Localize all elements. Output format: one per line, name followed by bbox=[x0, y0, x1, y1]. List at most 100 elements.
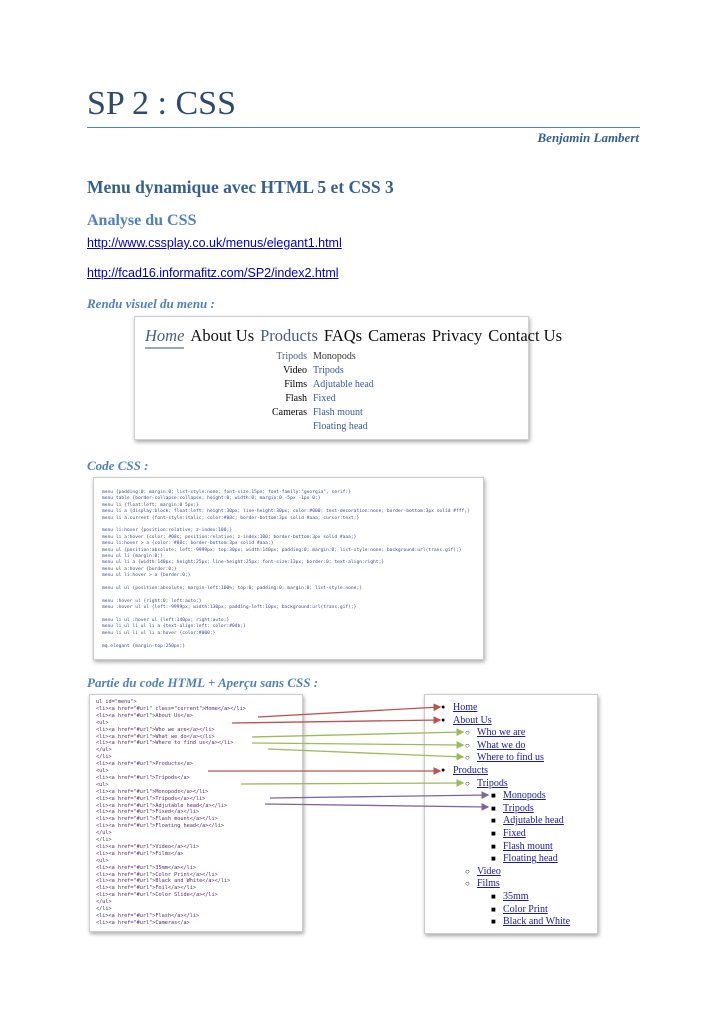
link-cssplay[interactable]: http://www.cssplay.co.uk/menus/elegant1.… bbox=[87, 236, 342, 250]
css-code-line: menu ul {position:absolute; left:-9999px… bbox=[102, 547, 462, 553]
html-code-line: <li><a href="#url">35mm</a></li> bbox=[96, 864, 196, 871]
html-code-line: <li><a href="#url">Color Slide</a></li> bbox=[96, 892, 218, 899]
list-bullet-icon: ○ bbox=[465, 753, 470, 763]
preview-link[interactable]: Monopods bbox=[503, 790, 546, 802]
html-code-line: <ul> bbox=[96, 781, 109, 788]
preview-link[interactable]: Adjutable head bbox=[503, 815, 564, 827]
css-code-screenshot: menu {padding:0; margin:0; list-style:no… bbox=[93, 477, 484, 660]
html-code-line: </li> bbox=[96, 754, 112, 761]
preview-link[interactable]: Products bbox=[453, 765, 488, 776]
html-code-line: <li><a href="#url">About Us</a> bbox=[96, 712, 193, 719]
submenu-item[interactable]: Monopods bbox=[313, 351, 356, 362]
preview-sans-css: ● Home ● About Us ○ Who we are ○ What we do ○ Whe… bbox=[424, 694, 598, 934]
menu-item-privacy[interactable]: Privacy bbox=[431, 326, 483, 345]
css-code-line: menu ul a:hover {border:0;} bbox=[102, 566, 177, 572]
html-code-line: ul id="menu"> bbox=[96, 699, 137, 705]
css-code-line: menu li:hover {position:relative; z-inde… bbox=[102, 528, 232, 534]
html-code-line: <li><a href="#url">Floating head</a></li… bbox=[96, 823, 225, 830]
html-code-line: </ul> bbox=[96, 747, 112, 754]
css-code-line: menu ul li a {width:140px; height:25px; … bbox=[102, 560, 385, 566]
html-code-line: <li><a href="#url">Video</a></li> bbox=[96, 843, 200, 850]
css-code-line: menu ul li {margin:0;} bbox=[102, 554, 163, 559]
submenu-item[interactable]: Cameras bbox=[272, 407, 307, 418]
submenu-item[interactable]: Fixed bbox=[313, 393, 336, 404]
html-code-line: <li><a href="#url">Tripods</a> bbox=[96, 774, 190, 781]
preview-link[interactable]: Who we are bbox=[477, 727, 526, 739]
css-code-line: menu li ul li ul li a:hover {color:#000;… bbox=[102, 630, 216, 636]
css-code-line: menu li ul li ul li a {text-align:left; … bbox=[102, 624, 246, 630]
preview-link[interactable]: Home bbox=[453, 702, 478, 713]
html-code-line: </ul> bbox=[96, 899, 112, 906]
html-code-line: <li><a href="#url">Adjutable head</a></l… bbox=[96, 802, 228, 809]
css-code-line: menu :hover ul {right:0; left:auto;} bbox=[102, 598, 202, 604]
html-code-line: <li><a href="#url">What we do</a></li> bbox=[96, 733, 215, 740]
html-code-line: <li><a href="#url">Fixed</a></li> bbox=[96, 809, 200, 816]
link-informafitz[interactable]: http://fcad16.informafitz.com/SP2/index2… bbox=[87, 266, 339, 280]
preview-link[interactable]: What we do bbox=[477, 739, 526, 751]
submenu-tripods: Monopods Tripods Adjutable head Fixed Fl… bbox=[313, 350, 374, 434]
css-code-line: menu li a {display:block; float:left; he… bbox=[102, 509, 470, 515]
preview-link[interactable]: Fixed bbox=[503, 828, 526, 839]
caption-code-css: Code CSS : bbox=[87, 458, 149, 473]
html-code-line: <li><a href="#url">Films</a> bbox=[96, 850, 184, 857]
preview-link[interactable]: Floating head bbox=[503, 853, 558, 865]
css-code-line: menu li:hover > a {color: #08c; border-b… bbox=[102, 541, 274, 547]
html-code-line: <li><a href="#url">Cameras</a> bbox=[96, 919, 190, 926]
list-bullet-icon: ■ bbox=[491, 816, 496, 826]
html-code-line: <li><a href="#url" class="current">Home<… bbox=[96, 705, 246, 712]
submenu-item[interactable]: Adjutable head bbox=[313, 379, 374, 390]
list-bullet-icon: ■ bbox=[491, 854, 496, 864]
preview-link[interactable]: 35mm bbox=[503, 891, 529, 902]
submenu-products: Tripods Video Films Flash Cameras bbox=[235, 350, 307, 420]
list-bullet-icon: ○ bbox=[465, 728, 470, 738]
menu-item-about[interactable]: About Us bbox=[190, 326, 255, 345]
submenu-item[interactable]: Tripods bbox=[276, 351, 307, 362]
css-code-line: mq.elegant {margin-top:250px;} bbox=[102, 643, 185, 649]
html-code-line: <li><a href="#url">Black and White</a></… bbox=[96, 878, 231, 885]
list-bullet-icon: ■ bbox=[491, 841, 496, 851]
list-bullet-icon: ● bbox=[441, 715, 446, 724]
submenu-item[interactable]: Tripods bbox=[313, 365, 344, 376]
preview-link[interactable]: Tripods bbox=[503, 802, 534, 814]
menu-item-faqs[interactable]: FAQs bbox=[323, 326, 363, 345]
html-code-line: <li><a href="#url">Flash mount</a></li> bbox=[96, 816, 218, 823]
list-bullet-icon: ● bbox=[441, 766, 446, 774]
caption-partie-html: Partie du code HTML + Aperçu sans CSS : bbox=[87, 675, 319, 690]
submenu-item[interactable]: Video bbox=[283, 365, 307, 376]
submenu-item[interactable]: Flash mount bbox=[313, 407, 363, 418]
css-code-line: menu table {border-collapse:collapse; he… bbox=[102, 496, 321, 502]
preview-link[interactable]: Black and White bbox=[503, 916, 571, 928]
html-code-line: <li><a href="#url">Who we are</a></li> bbox=[96, 726, 215, 733]
menu-item-home[interactable]: Home bbox=[145, 326, 185, 349]
submenu-item[interactable]: Floating head bbox=[313, 421, 368, 432]
menu-item-products[interactable]: Products bbox=[260, 326, 318, 345]
css-code-line: menu li ul :hover ul {left:140px; right:… bbox=[102, 618, 230, 623]
menu-item-contact[interactable]: Contact Us bbox=[488, 326, 563, 345]
preview-link[interactable]: Where to find us bbox=[477, 752, 544, 764]
list-bullet-icon: ■ bbox=[491, 791, 496, 801]
preview-link[interactable]: Flash mount bbox=[503, 840, 553, 852]
html-code-line: <li><a href="#url">Tripods</a></li> bbox=[96, 795, 206, 802]
menu-item-cameras[interactable]: Cameras bbox=[368, 326, 426, 345]
submenu-item[interactable]: Flash bbox=[285, 393, 307, 404]
preview-link[interactable]: Video bbox=[477, 865, 501, 877]
list-bullet-icon: ■ bbox=[491, 904, 496, 914]
css-code-line: menu ul li:hover > a {border:0;} bbox=[102, 573, 191, 579]
html-code-line: <li><a href="#url">Color Print</a></li> bbox=[96, 871, 218, 878]
css-code-line: menu ul ul {position:absolute; margin-le… bbox=[102, 586, 362, 591]
css-code-line: menu li a:hover {color: #08c; position:r… bbox=[102, 534, 357, 540]
css-code-line: menu {padding:0; margin:0; list-style:no… bbox=[102, 490, 351, 495]
css-code-line: menu :hover ul ul {left:-9999px; width:1… bbox=[102, 605, 357, 611]
list-bullet-icon: ○ bbox=[465, 778, 470, 788]
preview-link[interactable]: About Us bbox=[453, 714, 492, 726]
preview-link[interactable]: Color Print bbox=[503, 903, 548, 915]
submenu-item[interactable]: Films bbox=[284, 379, 307, 390]
html-code-screenshot: ul id="menu"> <li><a href="#url" class="… bbox=[89, 694, 303, 932]
list-bullet-icon: ■ bbox=[491, 892, 496, 901]
html-code-line: <li><a href="#url">Monopods</a></li> bbox=[96, 788, 209, 795]
preview-link[interactable]: Tripods bbox=[477, 777, 508, 789]
html-code-line: </li> bbox=[96, 837, 112, 843]
html-code-line: <li><a href="#url">Where to find us</a><… bbox=[96, 740, 234, 747]
preview-link[interactable]: Films bbox=[477, 878, 500, 890]
